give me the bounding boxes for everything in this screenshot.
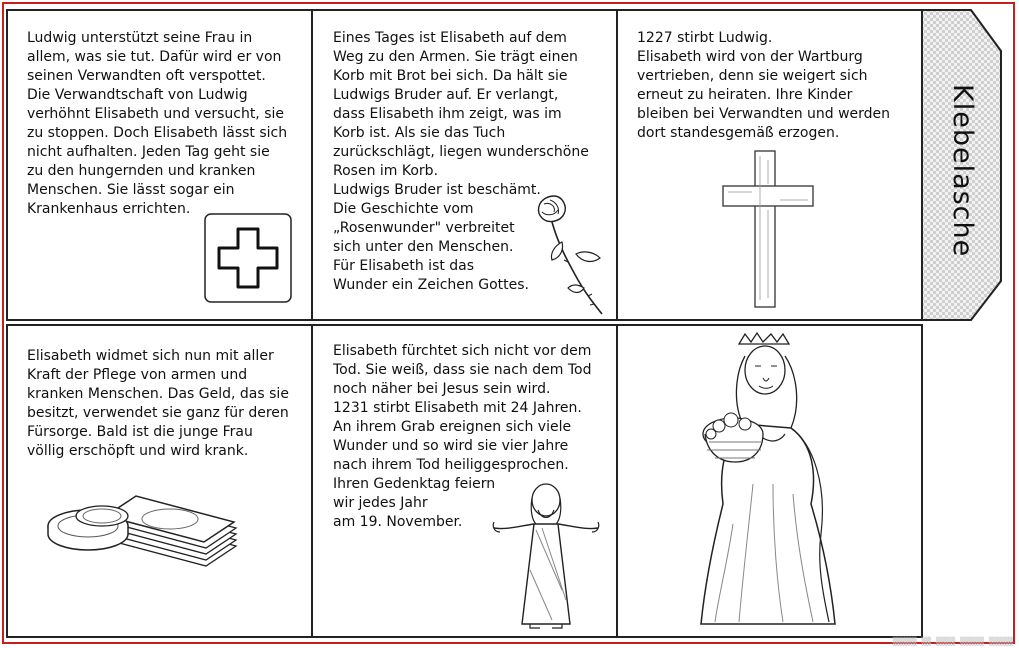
rose-icon [537, 195, 603, 315]
glue-tab-label: Klebelasche [947, 84, 978, 258]
watermark: ▒▒▒▒▒ ▒▒ ▒▒▒▒ ▒▒▒▒▒ ▒▒▒▒▒ [892, 637, 1013, 646]
panel-care-of-poor [6, 324, 313, 638]
elisabeth-with-basket-icon [700, 331, 836, 625]
wooden-cross-icon [722, 150, 814, 308]
text-rose-miracle: Eines Tages ist Elisabeth auf dem Weg zu… [333, 30, 589, 293]
glue-tab [921, 9, 1002, 321]
text-care-of-poor: Elisabeth widmet sich nun mit aller Kraf… [27, 348, 289, 459]
panel-rose-miracle [311, 9, 618, 321]
panel-elisabeth-death [311, 324, 618, 638]
money-icon [47, 495, 238, 567]
red-cross-box-icon [204, 213, 292, 303]
text-ludwig-support: Ludwig unterstützt seine Frau in allem, … [27, 30, 288, 217]
text-ludwig-death: 1227 stirbt Ludwig. Elisabeth wird von d… [637, 30, 891, 141]
text-elisabeth-death: Elisabeth fürchtet sich nicht vor dem To… [333, 343, 592, 530]
jesus-figure-icon [492, 483, 600, 629]
